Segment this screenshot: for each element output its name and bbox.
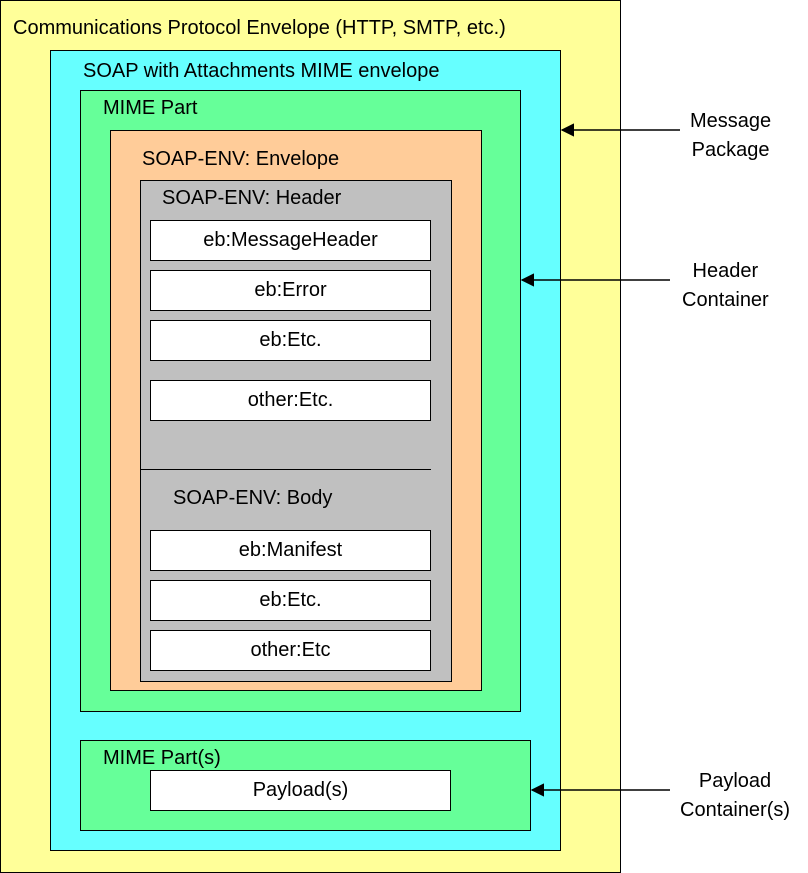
- mime-part-label: MIME Part: [103, 97, 198, 119]
- payload-item: Payload(s): [150, 770, 451, 811]
- header-container-annotation: Header Container: [682, 257, 769, 315]
- communications-envelope-label: Communications Protocol Envelope (HTTP, …: [13, 17, 506, 39]
- soap-envelope-label: SOAP-ENV: Envelope: [142, 148, 340, 170]
- header-body-divider: [141, 469, 431, 470]
- body-item-eb-etc: eb:Etc.: [150, 580, 431, 621]
- header-item-message-header: eb:MessageHeader: [150, 220, 431, 261]
- header-container-line1: Header: [692, 260, 759, 282]
- header-container-line2: Container: [682, 289, 769, 311]
- payload-mime-part-label: MIME Part(s): [103, 747, 221, 769]
- message-package-line1: Message: [690, 110, 772, 132]
- payload-container-line1: Payload: [698, 770, 772, 792]
- soap-header-label: SOAP-ENV: Header: [162, 187, 342, 209]
- message-package-line2: Package: [691, 139, 770, 161]
- header-item-other-etc: other:Etc.: [150, 380, 431, 421]
- payload-container-annotation: Payload Container(s): [680, 767, 790, 825]
- payload-container-line2: Container(s): [680, 799, 791, 821]
- mime-envelope-label: SOAP with Attachments MIME envelope: [83, 60, 440, 82]
- soap-body-label: SOAP-ENV: Body: [173, 487, 333, 509]
- header-item-error: eb:Error: [150, 270, 431, 311]
- body-item-manifest: eb:Manifest: [150, 530, 431, 571]
- body-item-other-etc: other:Etc: [150, 630, 431, 671]
- message-package-annotation: Message Package: [690, 107, 771, 165]
- header-item-eb-etc: eb:Etc.: [150, 320, 431, 361]
